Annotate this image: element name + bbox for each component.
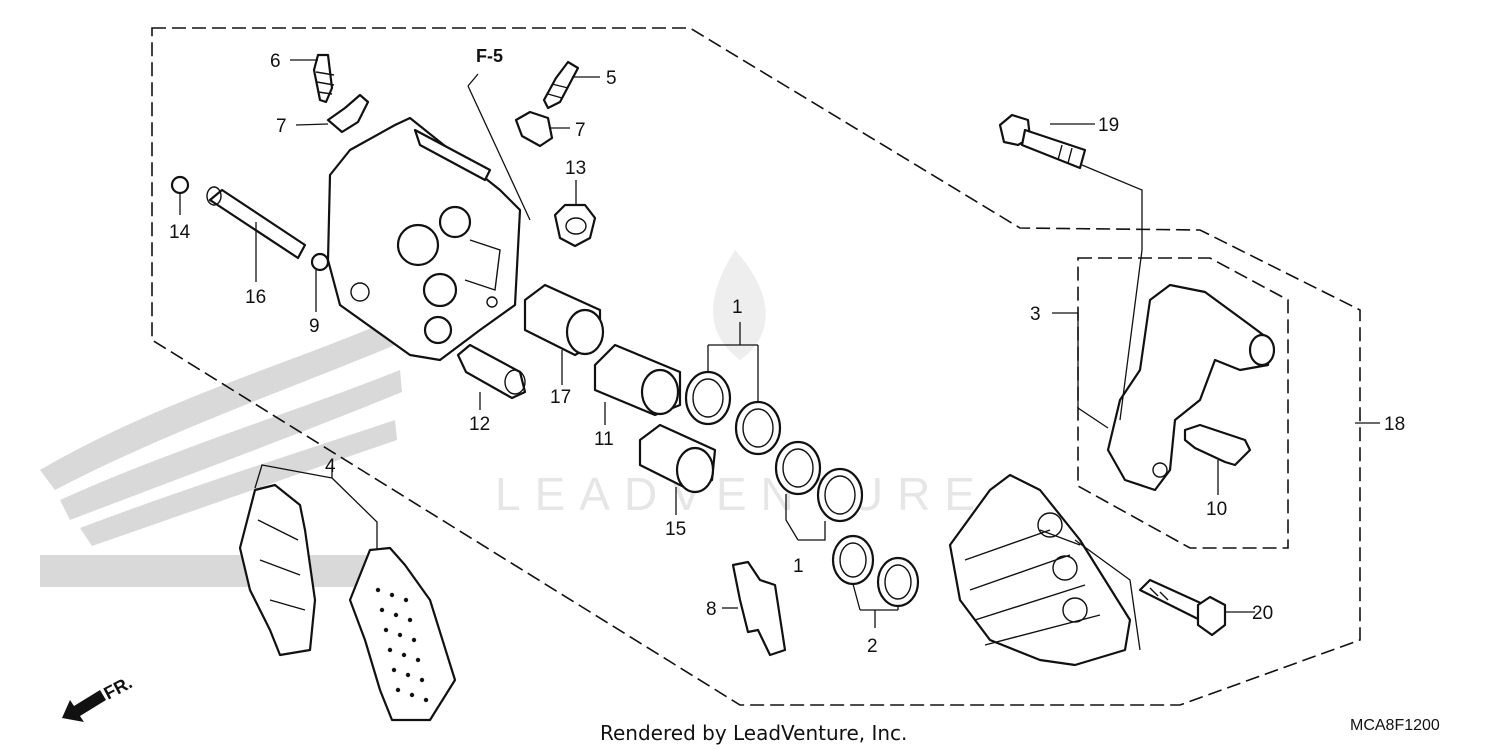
piston-15 — [638, 423, 717, 494]
bracket-subassembly-boundary — [1077, 257, 1289, 549]
label-part-7a: 7 — [276, 116, 287, 137]
label-part-14: 14 — [169, 222, 191, 243]
part-labels: 1 1 2 3 4 5 6 7 7 8 9 10 11 12 13 14 15 … — [169, 51, 1405, 657]
watermark-flame-icon — [713, 250, 766, 360]
brake-pads-4 — [238, 483, 457, 722]
label-part-2: 2 — [867, 636, 878, 657]
reference-f5: F-5 — [476, 46, 503, 66]
front-direction-label: FR. — [100, 672, 135, 703]
wing-stripe — [40, 320, 395, 490]
label-part-13: 13 — [565, 158, 586, 179]
label-part-17: 17 — [550, 387, 571, 408]
label-part-1a: 1 — [732, 297, 743, 318]
pad-dot-pattern — [375, 587, 429, 703]
caliper-bracket-3 — [1106, 283, 1276, 492]
piston-11 — [593, 343, 682, 417]
label-part-11: 11 — [594, 429, 614, 450]
watermark-text: LEADVENTURE — [495, 468, 989, 520]
credit-text: Rendered by LeadVenture, Inc. — [600, 721, 907, 745]
label-part-20: 20 — [1252, 603, 1273, 624]
main-assembly-boundary — [151, 27, 1361, 706]
pad-pin-16 — [206, 186, 307, 260]
label-part-12: 12 — [469, 414, 490, 435]
bleeder-cap-7b — [514, 110, 554, 148]
watermark: LEADVENTURE — [495, 250, 989, 520]
joint-bolt-12 — [456, 343, 527, 400]
wing-stripe — [80, 420, 397, 546]
label-part-4: 4 — [325, 456, 336, 477]
brand-logo-watermark — [40, 320, 402, 587]
label-part-15: 15 — [665, 519, 686, 540]
label-part-3: 3 — [1030, 304, 1041, 325]
label-part-16: 16 — [245, 287, 266, 308]
piston-17 — [523, 283, 605, 357]
label-part-6: 6 — [270, 51, 281, 72]
piston-seals-1 — [684, 370, 864, 523]
bleeder-screw-5 — [542, 60, 580, 110]
bolt-19 — [998, 113, 1087, 170]
bracket-clip-10 — [1183, 423, 1252, 467]
bolt-20 — [1138, 578, 1227, 637]
label-part-1b: 1 — [793, 556, 804, 577]
brand-lettering-block — [40, 555, 370, 587]
label-part-9: 9 — [309, 316, 320, 337]
diagram-code: MCA8F1200 — [1350, 717, 1440, 734]
label-part-8: 8 — [706, 599, 717, 620]
plug-14 — [170, 175, 190, 195]
bleeder-cap-7 — [326, 93, 370, 134]
front-direction-indicator: FR. — [62, 672, 135, 722]
label-part-7b: 7 — [575, 120, 586, 141]
pad-spring-8 — [731, 560, 787, 657]
wing-stripe — [60, 370, 402, 520]
bleeder-screw-6 — [312, 53, 335, 104]
label-part-10: 10 — [1206, 499, 1227, 520]
caliper-body — [326, 116, 522, 362]
nut-13 — [553, 203, 597, 248]
label-part-18: 18 — [1384, 414, 1405, 435]
piston-seals-2 — [831, 534, 920, 608]
leader-lines — [179, 59, 1380, 651]
reference-arrow — [467, 73, 531, 221]
label-part-5: 5 — [606, 68, 617, 89]
front-arrow-icon — [62, 690, 106, 722]
caliper-cover — [948, 473, 1132, 667]
label-part-19: 19 — [1098, 115, 1119, 136]
washer-9 — [310, 252, 330, 272]
